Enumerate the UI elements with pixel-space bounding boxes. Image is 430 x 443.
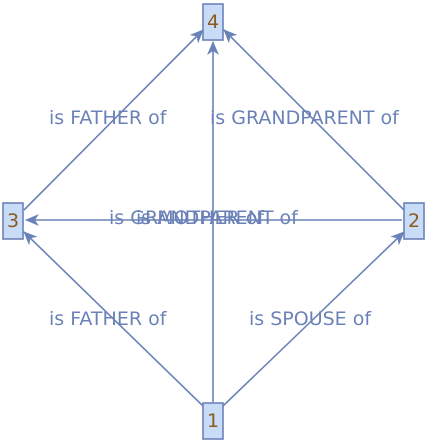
node-1[interactable]: 1 (202, 402, 224, 440)
edge-2-to-4 (223, 29, 405, 211)
node-4[interactable]: 4 (202, 3, 224, 41)
edges (23, 29, 405, 407)
edge-labels: is GRANDPARENT of is FATHER of is SPOUSE… (49, 107, 400, 330)
edge-label-1-to-3: is FATHER of (49, 308, 168, 330)
edge-label-2-to-4: is GRANDPARENT of (210, 107, 400, 129)
edge-label-1-to-4: is GRANDPARENT of (109, 207, 299, 229)
edge-3-to-4 (23, 29, 204, 211)
edge-label-1-to-2: is SPOUSE of (249, 308, 372, 330)
edge-1-to-3 (23, 231, 204, 407)
edge-label-3-to-4: is FATHER of (49, 107, 168, 129)
node-1-label: 1 (207, 410, 219, 432)
edge-label-2-to-3: is MOTHER of (136, 207, 265, 229)
node-3[interactable]: 3 (2, 202, 24, 240)
node-2[interactable]: 2 (403, 202, 425, 240)
node-4-label: 4 (207, 11, 219, 33)
node-3-label: 3 (7, 210, 19, 232)
edge-1-to-2 (222, 231, 405, 407)
node-2-label: 2 (408, 210, 420, 232)
